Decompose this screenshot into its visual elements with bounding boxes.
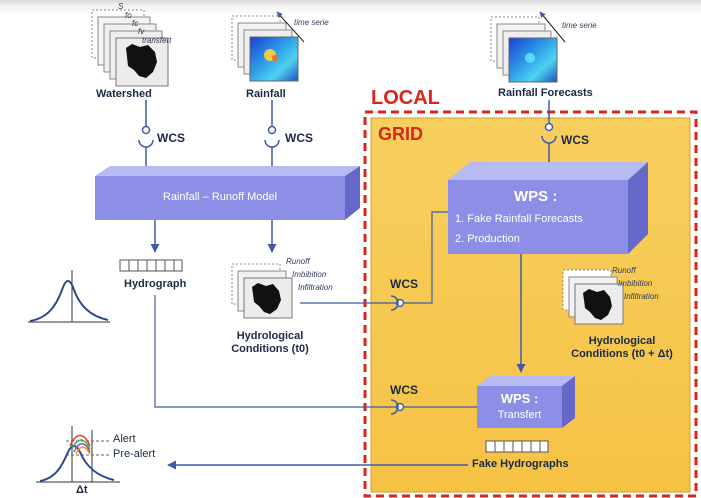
wps-transfert-box <box>477 376 575 428</box>
conditions-dt-layer-stack <box>562 269 624 325</box>
wcs-connector-forecasts <box>541 100 557 162</box>
local-label: LOCAL <box>371 87 440 109</box>
time-serie-arrow-1 <box>276 11 305 43</box>
watershed-label: Watershed <box>96 88 152 100</box>
watershed-layer-label-2: fo <box>125 11 132 20</box>
time-serie-label-2: time serie <box>562 21 597 30</box>
rainfall-runoff-model-title: Rainfall – Runoff Model <box>162 191 278 203</box>
wcs-label-watershed: WCS <box>157 131 185 145</box>
conditions-t0-infiltration: Infiltration <box>298 283 333 292</box>
conditions-dt-label-1: Hydrological <box>588 335 656 347</box>
rainfall-forecasts-layer-stack <box>490 16 558 83</box>
link-hydrograph-to-transfert <box>154 295 397 408</box>
wps-transfert-title: WPS : <box>500 391 539 406</box>
wcs-label-rainfall: WCS <box>285 131 313 145</box>
wcs-connector-wps-main <box>390 211 448 311</box>
wcs-connector-watershed <box>138 100 154 168</box>
conditions-t0-runoff: Runoff <box>286 257 310 266</box>
hydrograph-curve-plot <box>28 270 110 323</box>
watershed-layer-stack <box>91 9 169 87</box>
wps-transfert-subtitle: Transfert <box>497 409 542 421</box>
wcs-connector-rainfall <box>264 100 280 168</box>
rainfall-runoff-model-box <box>95 166 360 220</box>
time-serie-label-1: time serie <box>294 18 329 27</box>
pre-alert-label: Pre-alert <box>113 448 156 460</box>
wcs-connector-transfert <box>390 399 477 415</box>
wcs-label-forecasts: WCS <box>561 133 589 147</box>
conditions-dt-runoff: Runoff <box>612 266 636 275</box>
grid-label: GRID <box>378 124 423 144</box>
conditions-t0-imbibition: Imbibition <box>292 270 327 279</box>
hydrograph-table <box>119 259 183 272</box>
conditions-dt-imbibition: Imbibition <box>618 279 653 288</box>
conditions-t0-label-1: Hydrological <box>236 330 304 342</box>
fake-hydrographs-label: Fake Hydrographs <box>472 458 569 470</box>
wps-main-box <box>448 162 648 254</box>
delta-t-label: Δt <box>76 484 88 496</box>
watershed-layer-label-3: fc <box>132 19 139 28</box>
alert-plot <box>36 426 120 483</box>
time-serie-arrow-2 <box>539 11 566 43</box>
wps-main-item-1: 1. Fake Rainfall Forecasts <box>455 213 583 225</box>
conditions-t0-layer-stack <box>231 263 293 319</box>
wps-main-title: WPS : <box>514 188 558 205</box>
rainfall-label: Rainfall <box>246 88 286 100</box>
local-region <box>363 110 698 498</box>
wps-main-item-2: 2. Production <box>455 233 520 245</box>
watershed-layer-label-1: S <box>118 2 124 11</box>
rainfall-forecasts-label: Rainfall Forecasts <box>498 87 593 99</box>
wcs-label-transfert: WCS <box>390 383 418 397</box>
hydrograph-label: Hydrograph <box>124 278 187 290</box>
conditions-dt-infiltration: Infiltration <box>624 292 659 301</box>
rainfall-layer-stack <box>231 15 299 82</box>
conditions-t0-label-2: Conditions (t0) <box>231 343 309 355</box>
watershed-layer-label-5: transfert <box>142 36 172 45</box>
conditions-dt-label-2: Conditions (t0 + Δt) <box>571 348 673 360</box>
alert-label: Alert <box>113 433 136 445</box>
fake-hydrographs-table <box>485 440 549 453</box>
watershed-layer-label-4: fv <box>138 27 145 36</box>
wcs-label-conditions: WCS <box>390 277 418 291</box>
